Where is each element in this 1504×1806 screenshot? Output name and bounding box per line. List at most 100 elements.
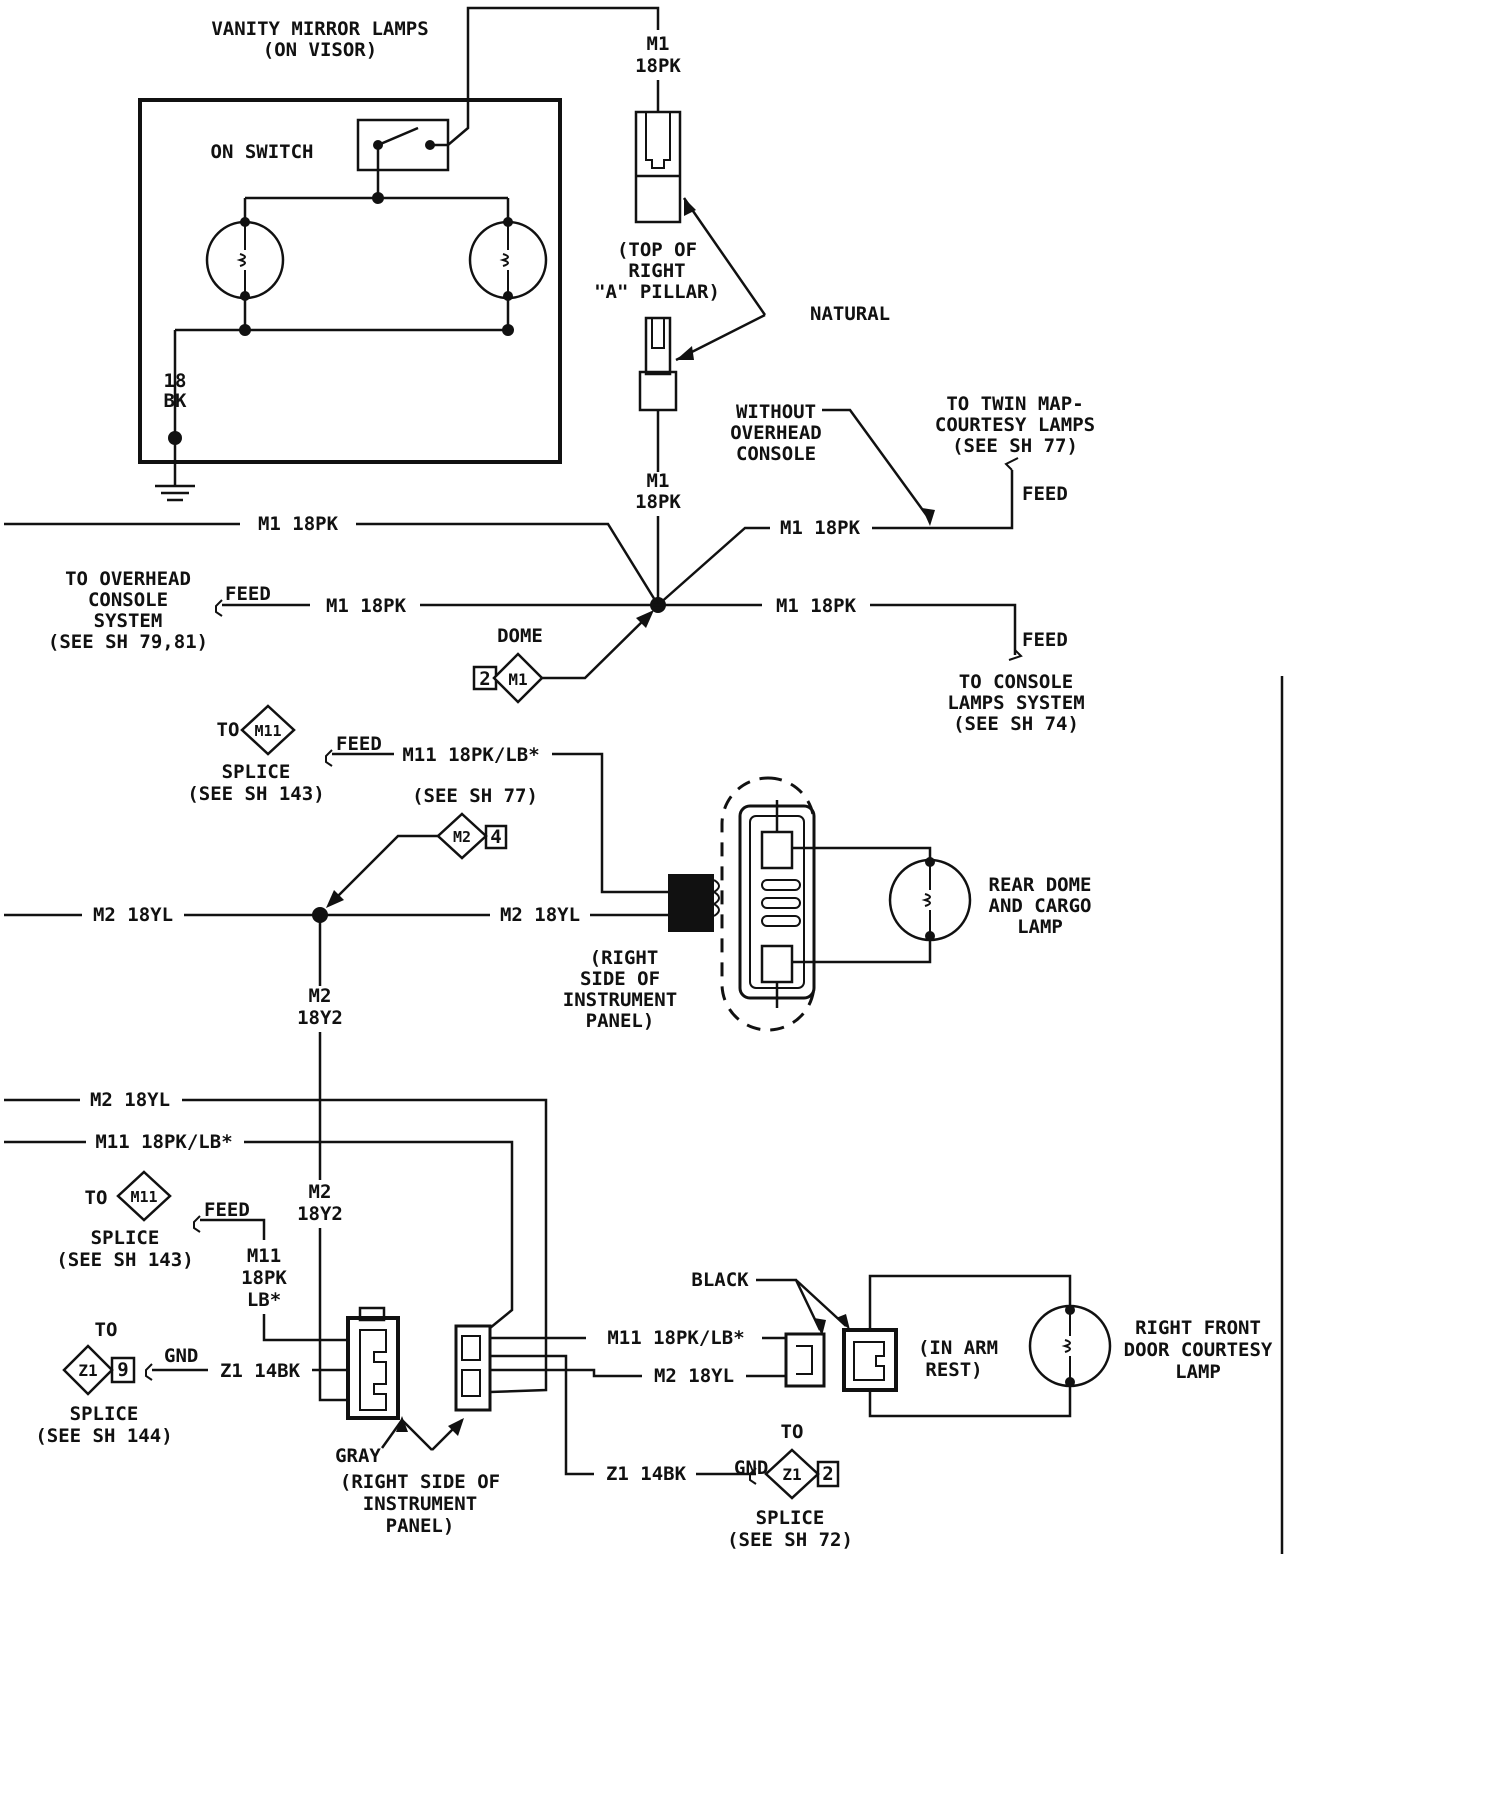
- rear-dome-section: TO M11 SPLICE (SEE SH 143) FEED M11 18PK…: [4, 704, 1092, 1180]
- m11-splice-top-diamond: [240, 704, 296, 756]
- dome-circuit: M1: [508, 670, 527, 689]
- right-ip-l2: SIDE OF: [580, 968, 660, 990]
- console-lamps-l1: TO CONSOLE: [959, 671, 1073, 693]
- twin-map-l1: TO TWIN MAP-: [946, 393, 1083, 415]
- m11-low-label: M11 18PK/LB*: [95, 1131, 232, 1153]
- right-ip-l3: INSTRUMENT: [563, 989, 677, 1011]
- z1-left-label: Z1 14BK: [220, 1360, 301, 1382]
- rear-dome-connector-plug: [668, 874, 714, 932]
- wiring-diagram: VANITY MIRROR LAMPS (ON VISOR) ON SWITCH…: [4, 6, 1284, 1554]
- z1-left-gnd: GND: [164, 1345, 198, 1367]
- lamp-feed-junction: [372, 192, 384, 204]
- m11-splice-top-ckt: M11: [254, 722, 281, 740]
- a-pillar-line2: RIGHT: [628, 260, 685, 282]
- vanity-ground-wire: [173, 296, 510, 438]
- rear-dome-l2: AND CARGO: [989, 895, 1092, 917]
- ground-icon: [155, 438, 195, 502]
- m11-splice-low-ckt: M11: [130, 1188, 157, 1206]
- z1-left-l1: SPLICE: [70, 1403, 139, 1425]
- m11-splice-top-l2: (SEE SH 143): [187, 783, 324, 805]
- m11-splice-low-l1: SPLICE: [91, 1227, 160, 1249]
- m1-left-top-wire: [356, 522, 660, 606]
- a-pillar-line3: "A" PILLAR): [594, 281, 720, 303]
- rear-dome-l1: REAR DOME: [989, 874, 1092, 896]
- dome-pin: 2: [479, 668, 490, 690]
- dome-connector-diamond: [492, 652, 544, 704]
- visor-box: [138, 98, 562, 464]
- m11-top-wire: [552, 752, 668, 894]
- courtesy-l3: LAMP: [1175, 1361, 1221, 1383]
- m2-drop2-gauge: 18Y2: [297, 1203, 343, 1225]
- natural-leader-lines: [675, 197, 767, 362]
- z1-right-label: Z1 14BK: [606, 1463, 687, 1485]
- m2-ref-pin: 4: [490, 826, 501, 848]
- m2-ref-ckt: M2: [453, 828, 471, 846]
- on-switch-label: ON SWITCH: [211, 141, 314, 163]
- m1-right-mid-label: M1 18PK: [776, 595, 857, 617]
- m11-splice-top-feed: FEED: [336, 733, 382, 755]
- m1-splice-section: M1 18PK M1 18PK WITHOUT OVERHEAD CONSOLE…: [4, 393, 1095, 735]
- overhead-feed: FEED: [225, 583, 271, 605]
- without-console-l3: CONSOLE: [736, 443, 816, 465]
- courtesy-lamp-section: M2 18YL M11 18PK/LB* M2 18Y2 TO M11 SPLI…: [4, 1089, 1273, 1551]
- gray-connector-male: [454, 1324, 492, 1412]
- z1-right-pin: 2: [822, 1463, 833, 1485]
- without-console-leader: [822, 408, 932, 521]
- overhead-l4: (SEE SH 79,81): [48, 631, 208, 653]
- courtesy-l1: RIGHT FRONT: [1135, 1317, 1261, 1339]
- z1-right-to: TO: [781, 1421, 804, 1443]
- m11-splice-top-to: TO: [217, 719, 240, 741]
- z1-right-diamond: [764, 1448, 820, 1500]
- twin-map-l3: (SEE SH 77): [952, 435, 1078, 457]
- gray-connector-female: [346, 1316, 400, 1420]
- rear-dome-lamp-housing: [738, 804, 816, 1000]
- m11-splice-top-l1: SPLICE: [222, 761, 291, 783]
- z1-left-l2: (SEE SH 144): [35, 1425, 172, 1447]
- without-console-l2: OVERHEAD: [730, 422, 822, 444]
- a-pillar-connector-female: [634, 110, 682, 224]
- z1-left-ckt: Z1: [78, 1361, 97, 1380]
- black-connector-male: [784, 1332, 826, 1388]
- a-pillar-section: M1 18PK (TOP OF RIGHT "A" PILLAR) NATURA…: [594, 33, 890, 604]
- courtesy-l2: DOOR COURTESY: [1124, 1339, 1273, 1361]
- z1-left-to: TO: [95, 1319, 118, 1341]
- m11-splice-low-l2: (SEE SH 143): [56, 1249, 193, 1271]
- dome-label: DOME: [497, 625, 543, 647]
- z1-right-ckt: Z1: [782, 1465, 801, 1484]
- m11-drop-gauge1: 18PK: [241, 1267, 287, 1289]
- m2-right-low-label: M2 18YL: [654, 1365, 734, 1387]
- z1-right-gnd: GND: [734, 1457, 768, 1479]
- vanity-mirror-lamps-section: VANITY MIRROR LAMPS (ON VISOR) ON SWITCH…: [138, 6, 660, 502]
- m11-top-label: M11 18PK/LB*: [402, 744, 539, 766]
- ground-gauge: 18: [164, 370, 187, 392]
- vanity-subtitle: (ON VISOR): [263, 39, 377, 61]
- arm-rest-l1: (IN ARM: [918, 1337, 998, 1359]
- dome-wire: [542, 613, 651, 680]
- console-lamps-feed: FEED: [1022, 629, 1068, 651]
- m2-low1-wire: [182, 1098, 548, 1394]
- m1-right-top-wire: [657, 526, 770, 606]
- z1-right-pin-box: [816, 1460, 840, 1488]
- z1-right-l2: (SEE SH 72): [727, 1529, 853, 1551]
- m2-low1-label: M2 18YL: [90, 1089, 170, 1111]
- m11-splice-low-to: TO: [85, 1187, 108, 1209]
- gray-label: GRAY: [335, 1445, 381, 1467]
- twin-map-feed: FEED: [1022, 483, 1068, 505]
- m2-ref-see: (SEE SH 77): [412, 785, 538, 807]
- vanity-title: VANITY MIRROR LAMPS: [211, 18, 428, 40]
- rear-dome-l3: LAMP: [1017, 916, 1063, 938]
- gray-l2: INSTRUMENT: [363, 1493, 477, 1515]
- m1-left-top-label: M1 18PK: [258, 513, 339, 535]
- console-lamps-l2: LAMPS SYSTEM: [947, 692, 1084, 714]
- arm-rest-l2: REST): [925, 1359, 982, 1381]
- m2-ref-diamond: [436, 812, 488, 860]
- right-ip-l4: PANEL): [586, 1010, 655, 1032]
- m11-splice-low-feed: FEED: [204, 1199, 250, 1221]
- without-console-l1: WITHOUT: [736, 401, 816, 423]
- z1-left-pin-box: [110, 1356, 136, 1384]
- m11-drop-gauge2: LB*: [247, 1289, 281, 1311]
- m1-mid-gauge: 18PK: [635, 491, 681, 513]
- switch-blade: [377, 126, 419, 147]
- overhead-l2: CONSOLE: [88, 589, 168, 611]
- m11-low-wire: [244, 1140, 514, 1329]
